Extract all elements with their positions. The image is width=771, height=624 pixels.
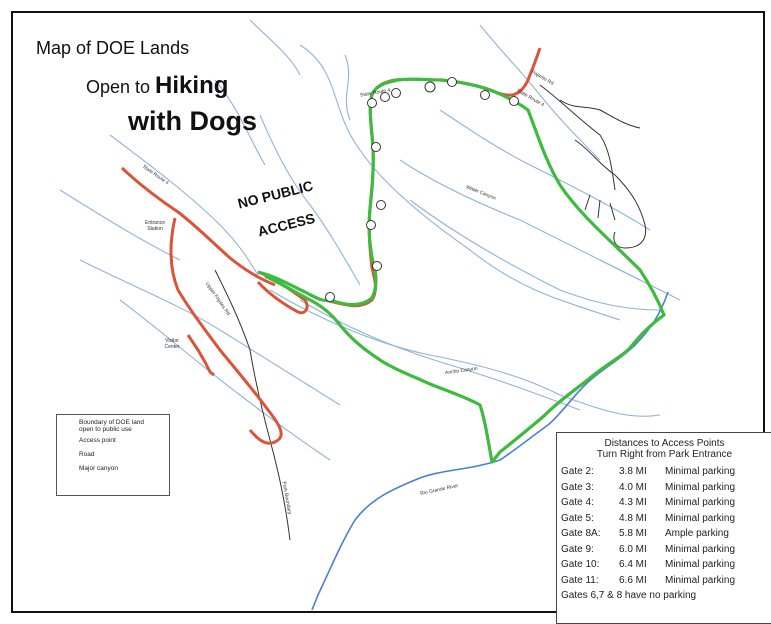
map-title-line1: Map of DOE Lands xyxy=(36,38,190,58)
access-point-5 xyxy=(447,77,457,87)
legend-road: Road xyxy=(79,451,95,458)
road-sr4-west xyxy=(120,166,276,287)
gate-parking: Ample parking xyxy=(665,528,729,539)
canyon-11 xyxy=(249,19,301,76)
gate-parking: Minimal parking xyxy=(665,466,736,477)
road-east-2 xyxy=(559,99,641,129)
canyon-4 xyxy=(214,79,266,166)
gate-label: Gate 11: xyxy=(561,574,599,586)
gate-distance: 4.8 MI xyxy=(619,512,647,524)
access-point-11 xyxy=(372,261,382,271)
access-point-8 xyxy=(371,142,381,152)
gate-label: Gate 5: xyxy=(561,512,594,524)
canyon-9 xyxy=(119,299,331,461)
gate-label: Gate 10: xyxy=(561,559,600,570)
canyon-6 xyxy=(109,134,259,276)
access-point-3 xyxy=(391,88,401,98)
map-title-line2: Open to Hiking xyxy=(86,72,228,100)
gate-label: Gate 4: xyxy=(561,497,594,508)
access-point-7 xyxy=(509,96,519,106)
gate-label: Gate 3: xyxy=(561,481,594,493)
access-point-4 xyxy=(424,81,436,93)
legend-access-point: Access point xyxy=(79,437,116,444)
canyon-lines xyxy=(59,19,681,461)
gate-distance: 4.3 MI xyxy=(619,497,647,508)
label-entrance-station: Entrance Station xyxy=(144,220,165,232)
gate-parking: Minimal parking xyxy=(665,497,736,508)
legend-boundary-line1: Boundary of DOE land xyxy=(79,419,145,426)
road-east-1 xyxy=(539,84,616,191)
road-east-spurs xyxy=(584,194,616,221)
gate-parking: Minimal parking xyxy=(665,559,736,570)
map-title-prefix: Open to xyxy=(86,77,156,97)
distances-title: Distances to Access Points xyxy=(604,438,725,449)
map-title-line3: with Dogs xyxy=(128,106,257,136)
canyon-10 xyxy=(299,299,581,411)
road-park xyxy=(169,217,283,445)
access-point-6 xyxy=(480,90,490,100)
access-points xyxy=(325,77,519,302)
gate-parking: Minimal parking xyxy=(665,512,736,524)
gate-parking: Minimal parking xyxy=(665,574,736,586)
road-visitor xyxy=(186,334,215,377)
map-legend: Boundary of DOE land open to public use … xyxy=(56,414,170,496)
distances-footer: Gates 6,7 & 8 have no parking xyxy=(561,590,697,601)
access-point-2 xyxy=(380,92,390,102)
gate-distance: 4.0 MI xyxy=(619,481,647,493)
gate-label: Gate 9: xyxy=(561,543,594,555)
access-point-10 xyxy=(366,220,376,230)
gate-distance: 6.0 MI xyxy=(619,543,647,555)
gate-parking: Minimal parking xyxy=(665,481,736,493)
distances-panel: Distances to Access Points Turn Right fr… xyxy=(556,432,771,624)
gate-distance: 3.8 MI xyxy=(619,466,647,477)
canyon-1 xyxy=(299,44,621,321)
legend-major-canyon: Major canyon xyxy=(79,465,119,472)
gate-parking: Minimal parking xyxy=(665,543,736,555)
legend-boundary-line2: open to public use xyxy=(79,426,132,433)
canyon-7 xyxy=(59,189,181,261)
access-point-1 xyxy=(367,98,377,108)
canyon-14 xyxy=(599,259,681,301)
label-visitor-center: Visitor Center xyxy=(164,338,180,350)
canyon-13 xyxy=(439,109,651,231)
access-point-9 xyxy=(376,200,386,210)
access-point-12 xyxy=(325,292,335,302)
gate-distance: 5.8 MI xyxy=(619,528,647,539)
canyon-8 xyxy=(79,259,341,406)
map-border xyxy=(11,11,765,613)
gate-label: Gate 8A: xyxy=(561,528,601,539)
gate-distance: 6.6 MI xyxy=(619,574,647,586)
road-east-3 xyxy=(574,139,647,249)
gate-distance: 6.4 MI xyxy=(619,559,647,570)
gate-label: Gate 2: xyxy=(561,466,594,477)
map-title-hiking: Hiking xyxy=(155,72,229,99)
canyon-3 xyxy=(409,199,661,311)
canyon-12 xyxy=(479,24,601,161)
canyon-5 xyxy=(259,114,361,286)
distances-subtitle: Turn Right from Park Entrance xyxy=(596,449,733,460)
doe-boundary xyxy=(257,77,666,464)
canyon-2 xyxy=(344,54,351,121)
